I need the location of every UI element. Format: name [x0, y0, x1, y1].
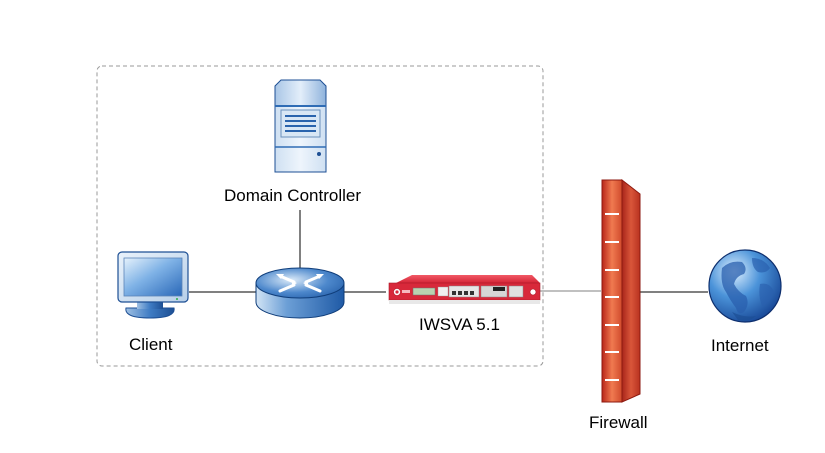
iwsva-label: IWSVA 5.1: [419, 315, 500, 334]
domain-controller-label: Domain Controller: [224, 186, 361, 205]
firewall-label: Firewall: [589, 413, 648, 432]
server-icon: [274, 79, 327, 173]
router-icon: [255, 267, 345, 319]
firewall-icon: [601, 178, 641, 403]
client-label: Client: [129, 335, 173, 354]
appliance-icon: [388, 275, 541, 304]
internal-network-group: [96, 65, 544, 367]
monitor-icon: [117, 251, 189, 319]
globe-icon: [708, 249, 782, 323]
internet-label: Internet: [711, 336, 769, 355]
